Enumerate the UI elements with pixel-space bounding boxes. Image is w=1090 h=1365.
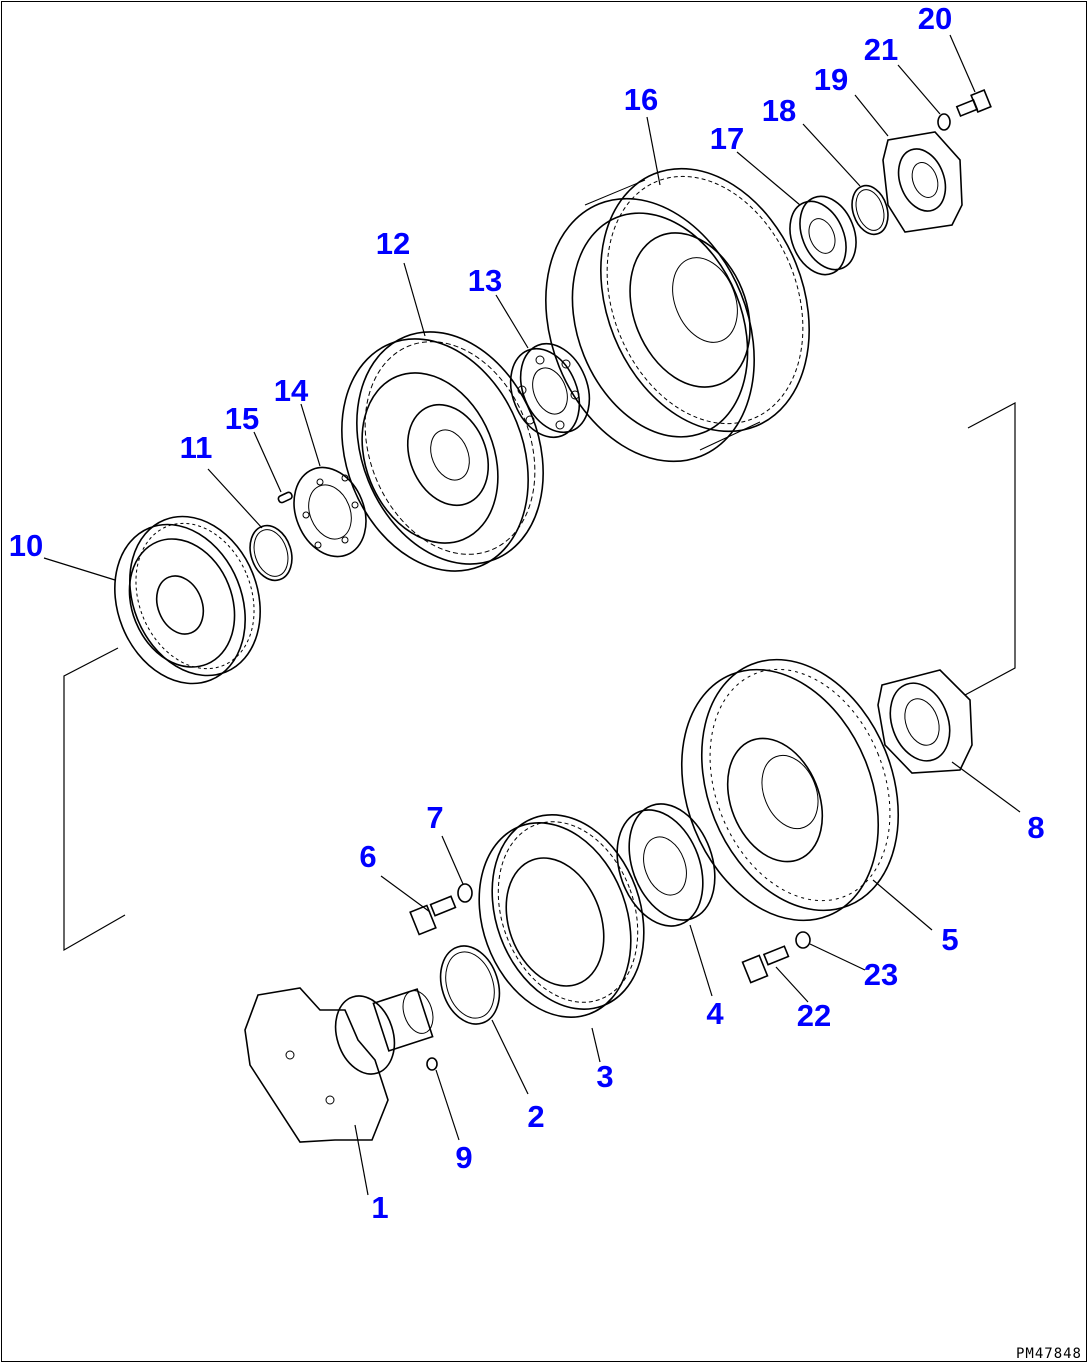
- part-22-bolt: [741, 945, 790, 984]
- callout-20: 20: [918, 1, 952, 36]
- part-16-ring-gear-housing: [545, 167, 810, 463]
- callout-14: 14: [274, 373, 309, 408]
- callout-13: 13: [468, 263, 502, 298]
- callout-17: 17: [710, 121, 744, 156]
- part-10-gear-hub: [114, 515, 261, 685]
- part-14-thrust-washer: [293, 466, 367, 558]
- callout-23: 23: [864, 957, 898, 992]
- part-13-bearing: [509, 342, 591, 439]
- assembly-bracket-right: [964, 402, 1016, 696]
- callout-19: 19: [814, 62, 848, 97]
- callout-8: 8: [1027, 810, 1044, 845]
- callout-3: 3: [596, 1059, 613, 1094]
- part-8-seal-cover: [877, 669, 973, 774]
- part-21-washer: [937, 113, 951, 131]
- part-11-snap-ring: [249, 524, 293, 582]
- part-17-bearing: [789, 195, 857, 276]
- part-23-washer: [795, 931, 811, 949]
- callout-18: 18: [762, 93, 796, 128]
- callout-1: 1: [371, 1190, 388, 1225]
- part-18-snap-ring: [851, 184, 889, 236]
- callout-7: 7: [426, 800, 443, 835]
- part-9-pin: [426, 1057, 438, 1071]
- callout-11: 11: [180, 430, 213, 465]
- part-4-bearing: [616, 803, 716, 927]
- callout-21: 21: [864, 32, 898, 67]
- part-20-bolt: [955, 88, 992, 118]
- part-15-pin: [277, 491, 293, 504]
- part-2-seal-ring: [439, 945, 501, 1025]
- leader-lines: [43, 34, 1021, 1196]
- callout-10: 10: [9, 528, 43, 563]
- callout-9: 9: [455, 1140, 472, 1175]
- callout-12: 12: [376, 226, 410, 261]
- part-19-retainer-plate: [882, 131, 963, 233]
- callout-22: 22: [797, 998, 831, 1033]
- callout-15: 15: [225, 401, 259, 436]
- assembly-bracket-left: [63, 647, 126, 952]
- part-1-spindle: [244, 987, 434, 1143]
- part-5-wheel-hub: [680, 658, 900, 922]
- callout-6: 6: [359, 839, 376, 874]
- part-3-ring-gear: [478, 814, 645, 1018]
- callout-2: 2: [527, 1099, 544, 1134]
- callout-16: 16: [624, 82, 658, 117]
- part-7-washer: [457, 883, 473, 903]
- callout-4: 4: [706, 996, 724, 1031]
- callout-labels: 1 2 3 4 5 6 7 8 9 10 11 12 13 14 15 16 1…: [9, 1, 1045, 1225]
- callout-5: 5: [941, 922, 958, 957]
- part-6-bolt: [409, 895, 457, 936]
- drawing-code: PM47848: [1016, 1346, 1082, 1362]
